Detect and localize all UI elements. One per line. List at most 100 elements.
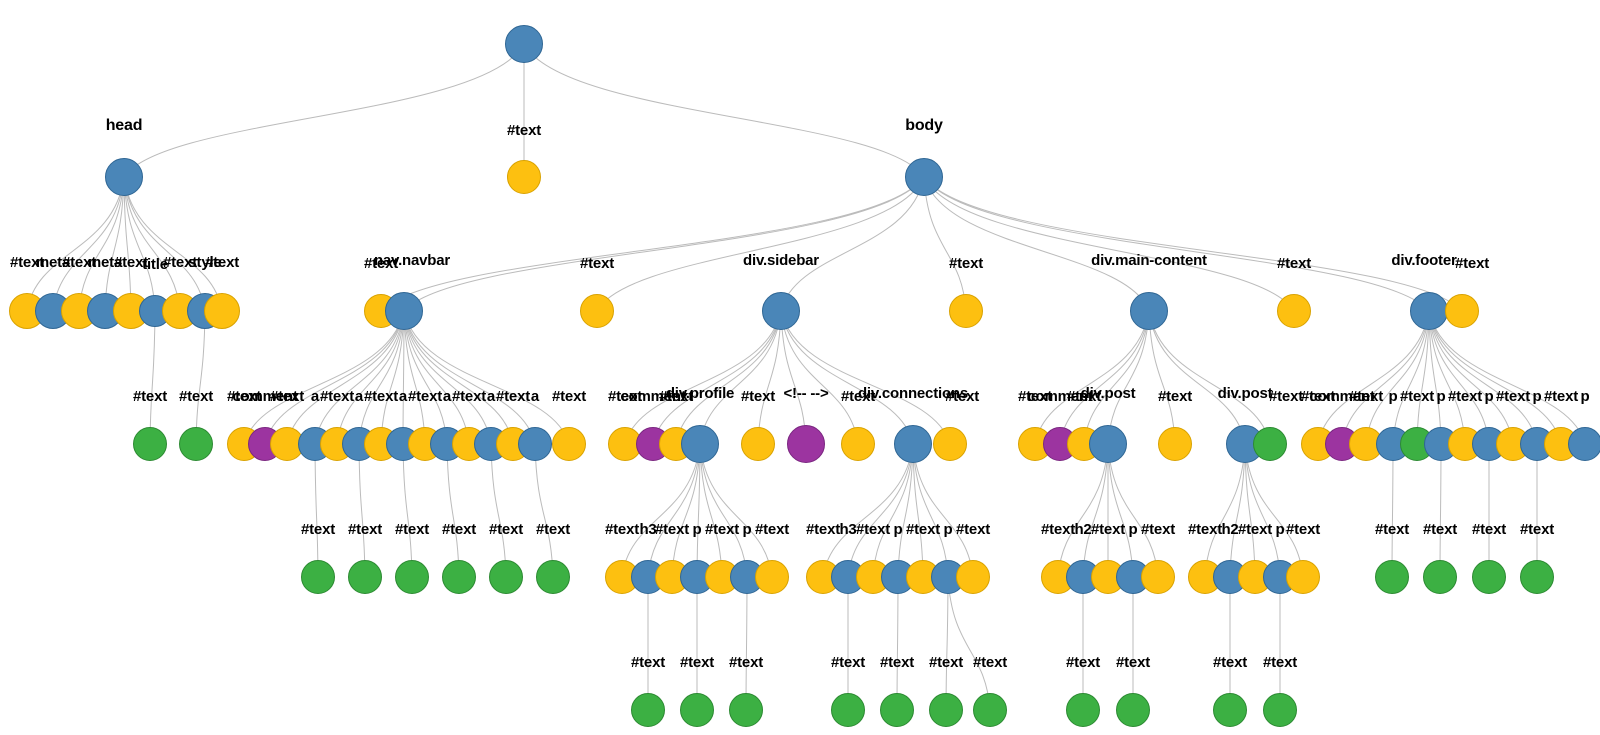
tree-node-label: meta	[35, 254, 71, 271]
tree-edge	[780, 310, 914, 445]
tree-edge	[123, 176, 156, 312]
tree-edge	[314, 443, 319, 578]
tree-node-label: h3	[639, 521, 657, 538]
tree-node-label: p	[1275, 521, 1285, 538]
tree-edge	[264, 310, 405, 445]
tree-edge	[621, 443, 701, 578]
tree-node-label: #text	[879, 654, 915, 671]
tree-node-label: #text	[506, 122, 542, 139]
tree-node-text[interactable]	[1158, 427, 1192, 461]
tree-node-label: div.main-content	[1091, 252, 1207, 269]
tree-edge	[403, 310, 470, 445]
tree-node-text[interactable]	[1277, 294, 1311, 328]
tree-node-label: div.post	[1080, 385, 1136, 402]
tree-node-element[interactable]	[1130, 292, 1168, 330]
tree-node-label: #text	[607, 388, 643, 405]
tree-node-label: a	[354, 388, 364, 405]
tree-edge	[523, 43, 925, 178]
tree-node-leaf[interactable]	[301, 560, 335, 594]
tree-node-text[interactable]	[580, 294, 614, 328]
tree-node-element[interactable]	[905, 158, 943, 196]
tree-node-text[interactable]	[755, 560, 789, 594]
tree-edge	[123, 43, 525, 178]
tree-node-element[interactable]	[1568, 427, 1600, 461]
tree-node-label: #text	[407, 388, 443, 405]
tree-node-leaf[interactable]	[536, 560, 570, 594]
tree-node-label: #text	[441, 521, 477, 538]
tree-edge	[596, 176, 925, 312]
tree-node-leaf[interactable]	[133, 427, 167, 461]
tree-edge	[923, 176, 1150, 312]
tree-node-leaf[interactable]	[1263, 693, 1297, 727]
tree-node-text[interactable]	[507, 160, 541, 194]
tree-node-text[interactable]	[1445, 294, 1479, 328]
tree-node-label: #text	[840, 388, 876, 405]
tree-node-label: #text	[1065, 654, 1101, 671]
tree-node-leaf[interactable]	[680, 693, 714, 727]
tree-node-leaf[interactable]	[1213, 693, 1247, 727]
tree-node-element[interactable]	[762, 292, 800, 330]
tree-node-label: #text	[1212, 654, 1248, 671]
tree-node-leaf[interactable]	[973, 693, 1007, 727]
tree-node-leaf[interactable]	[1472, 560, 1506, 594]
tree-node-leaf[interactable]	[1423, 560, 1457, 594]
tree-node-label: p	[943, 521, 953, 538]
tree-node-leaf[interactable]	[880, 693, 914, 727]
tree-edge	[1244, 443, 1281, 578]
tree-node-text[interactable]	[1286, 560, 1320, 594]
tree-node-label: #text	[944, 388, 980, 405]
tree-node-leaf[interactable]	[831, 693, 865, 727]
tree-node-label: #text	[972, 654, 1008, 671]
tree-node-leaf[interactable]	[489, 560, 523, 594]
tree-node-leaf[interactable]	[1066, 693, 1100, 727]
tree-node-element[interactable]	[681, 425, 719, 463]
tree-node-element[interactable]	[894, 425, 932, 463]
tree-node-label: meta	[87, 254, 123, 271]
tree-node-leaf[interactable]	[1116, 693, 1150, 727]
tree-node-label: #text	[178, 388, 214, 405]
tree-edge	[923, 176, 967, 312]
tree-node-label: #text	[1348, 388, 1384, 405]
tree-node-text[interactable]	[552, 427, 586, 461]
tree-node-element[interactable]	[385, 292, 423, 330]
tree-node-label: #text	[1543, 388, 1579, 405]
tree-node-text[interactable]	[933, 427, 967, 461]
tree-node-text[interactable]	[949, 294, 983, 328]
tree-node-leaf[interactable]	[179, 427, 213, 461]
tree-node-leaf[interactable]	[348, 560, 382, 594]
tree-node-text[interactable]	[1141, 560, 1175, 594]
tree-node-element[interactable]	[1410, 292, 1448, 330]
tree-node-leaf[interactable]	[1520, 560, 1554, 594]
tree-node-leaf[interactable]	[631, 693, 665, 727]
tree-node-label: #text	[1262, 654, 1298, 671]
tree-edge	[403, 310, 570, 445]
tree-node-label: #text	[630, 654, 666, 671]
tree-edge	[1082, 443, 1109, 578]
tree-edge	[52, 176, 125, 312]
tree-node-element[interactable]	[1089, 425, 1127, 463]
tree-node-element[interactable]	[518, 427, 552, 461]
tree-node-element[interactable]	[505, 25, 543, 63]
tree-node-leaf[interactable]	[442, 560, 476, 594]
tree-node-text[interactable]	[841, 427, 875, 461]
tree-edge	[624, 310, 782, 445]
tree-node-comment[interactable]	[787, 425, 825, 463]
tree-node-text[interactable]	[741, 427, 775, 461]
tree-node-leaf[interactable]	[929, 693, 963, 727]
tree-edge	[699, 443, 773, 578]
tree-node-leaf[interactable]	[729, 693, 763, 727]
tree-edge	[1416, 310, 1430, 445]
tree-node-label: #text	[905, 521, 941, 538]
tree-node-element[interactable]	[105, 158, 143, 196]
tree-node-label: #text	[855, 521, 891, 538]
tree-edge	[490, 443, 507, 578]
tree-node-label: #text	[1519, 521, 1555, 538]
tree-node-text[interactable]	[204, 293, 240, 329]
tree-node-leaf[interactable]	[395, 560, 429, 594]
tree-node-leaf[interactable]	[1253, 427, 1287, 461]
tree-node-text[interactable]	[956, 560, 990, 594]
tree-node-leaf[interactable]	[1375, 560, 1409, 594]
tree-node-label: div.connections	[857, 385, 969, 402]
tree-node-label: #text	[61, 254, 97, 271]
tree-edge	[947, 576, 991, 711]
